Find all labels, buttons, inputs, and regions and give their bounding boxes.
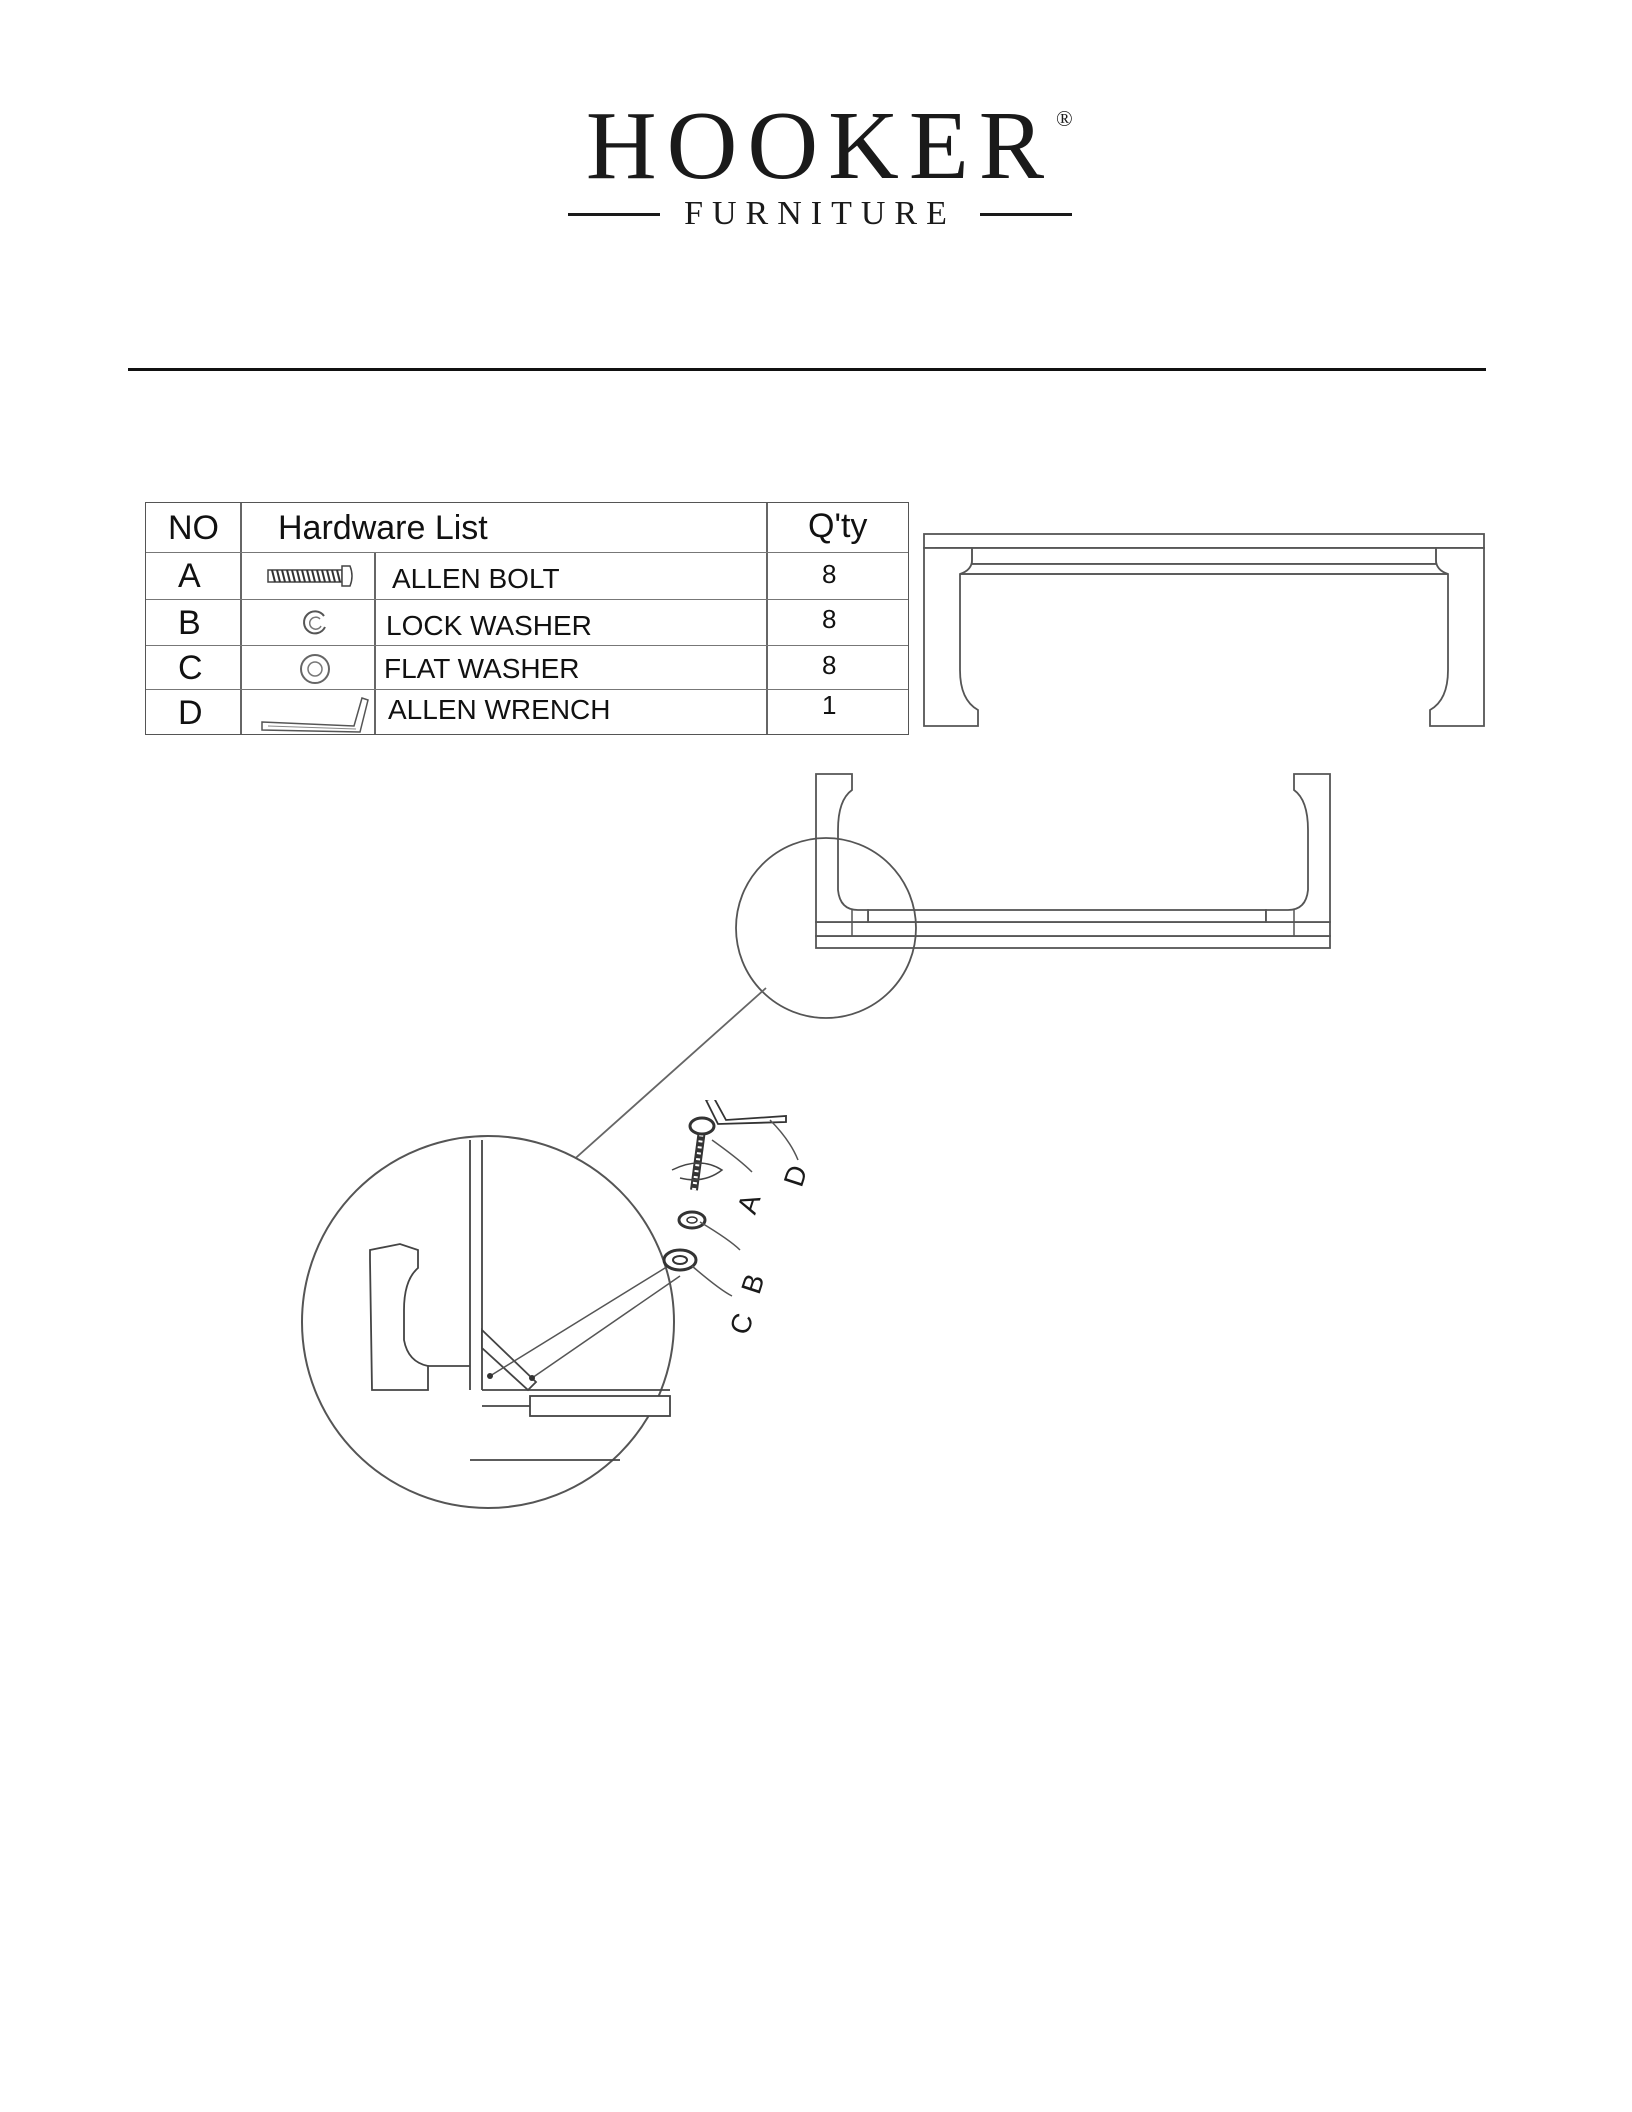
table-column-divider — [374, 646, 376, 689]
item-no: B — [178, 604, 201, 643]
header-divider — [128, 368, 1486, 371]
item-qty: 8 — [822, 604, 836, 635]
item-name: ALLEN WRENCH — [388, 694, 610, 726]
item-name: FLAT WASHER — [384, 653, 580, 685]
header-no: NO — [168, 509, 219, 548]
brand-subtitle: FURNITURE — [670, 196, 970, 232]
item-qty: 8 — [822, 559, 836, 590]
lock-washer-icon — [300, 608, 330, 638]
table-row: D ALLEN WRENCH 1 — [146, 689, 908, 734]
item-name: LOCK WASHER — [386, 610, 592, 642]
allen-bolt-icon — [266, 563, 358, 589]
item-no: A — [178, 557, 201, 596]
item-no: D — [178, 694, 203, 733]
table-row: A ALLEN BOLT 8 — [146, 552, 908, 599]
header-qty: Q'ty — [808, 507, 867, 546]
item-no: C — [178, 649, 203, 688]
table-front-view — [920, 530, 1490, 730]
flat-washer-icon — [298, 652, 332, 686]
item-name: ALLEN BOLT — [392, 563, 560, 595]
item-qty: 1 — [822, 690, 836, 721]
table-column-divider — [374, 690, 376, 734]
item-qty: 8 — [822, 650, 836, 681]
header-hardware-list: Hardware List — [278, 509, 488, 548]
detail-circle — [302, 1136, 674, 1508]
hardware-table: NO Hardware List Q'ty A ALLEN BOLT 8 B — [145, 502, 909, 735]
brand-logo: HOOKER ® FURNITURE — [560, 96, 1080, 236]
table-column-divider — [374, 553, 376, 599]
logo-rule-right — [980, 213, 1072, 216]
table-column-divider — [374, 600, 376, 645]
allen-wrench-part — [706, 1100, 786, 1124]
lock-washer-part — [679, 1212, 705, 1228]
flat-washer-part — [664, 1250, 696, 1270]
table-header-row: NO Hardware List Q'ty — [146, 503, 908, 552]
logo-rule-left — [568, 213, 660, 216]
brand-name: HOOKER — [560, 96, 1080, 196]
table-row: C FLAT WASHER 8 — [146, 645, 908, 689]
assembly-detail-view — [300, 1100, 820, 1520]
allen-wrench-icon — [258, 690, 372, 734]
table-inverted-view — [700, 760, 1340, 1040]
table-row: B LOCK WASHER 8 — [146, 599, 908, 645]
registered-mark: ® — [1056, 106, 1073, 132]
